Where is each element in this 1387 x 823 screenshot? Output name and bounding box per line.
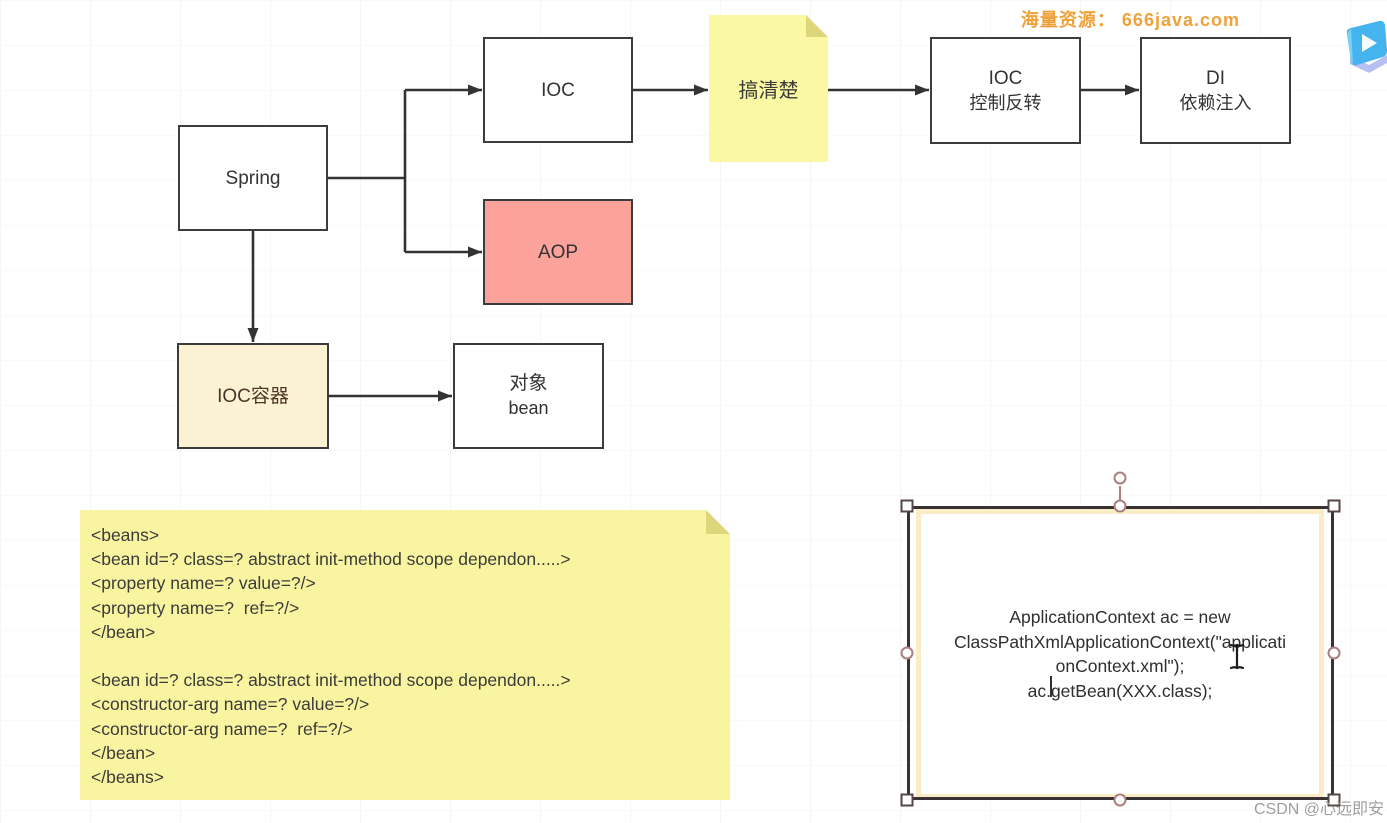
xml-line: <bean id=? class=? abstract init-method …	[91, 549, 571, 570]
resize-handle-bottom-left[interactable]	[900, 793, 914, 807]
sticky-note-clarify-label: 搞清楚	[738, 80, 799, 102]
node-ioc-full-line1: IOC	[988, 67, 1023, 89]
sticky-note-xml[interactable]: <beans> <bean id=? class=? abstract init…	[80, 510, 730, 800]
resize-handle-right-middle[interactable]	[1327, 646, 1341, 660]
xml-line: <constructor-arg name=? value=?/>	[91, 694, 370, 715]
resize-handle-left-middle[interactable]	[900, 646, 914, 660]
text-caret	[1050, 676, 1052, 697]
xml-line: </bean>	[91, 621, 156, 642]
node-ioc[interactable]: IOC	[483, 37, 633, 143]
node-ioc-label: IOC	[541, 79, 575, 101]
node-ioc-full-line2: 控制反转	[969, 92, 1042, 113]
node-di-line2: 依赖注入	[1179, 92, 1252, 113]
xml-line: <constructor-arg name=? ref=?/>	[91, 718, 353, 739]
node-di-line1: DI	[1206, 67, 1225, 89]
code-text-box[interactable]: ApplicationContext ac = new ClassPathXml…	[916, 509, 1324, 799]
code-line: ClassPathXmlApplicationContext("applicat…	[953, 631, 1287, 652]
xml-line	[91, 644, 730, 668]
ibeam-cursor-icon	[1229, 643, 1245, 670]
xml-line: </bean>	[91, 742, 156, 763]
node-ioc-container[interactable]: IOC容器	[177, 343, 329, 449]
resize-handle-bottom-right[interactable]	[1327, 793, 1341, 807]
code-line: onContext.xml");	[1055, 656, 1185, 676]
resize-handle-top-right[interactable]	[1327, 499, 1341, 513]
node-bean-line2: bean	[508, 398, 549, 418]
node-di[interactable]: DI 依赖注入	[1140, 37, 1291, 144]
xml-line: <property name=? ref=?/>	[91, 597, 300, 618]
play-cube-logo-icon	[1346, 20, 1387, 73]
resize-handle-top-middle[interactable]	[1113, 499, 1127, 513]
xml-line: <bean id=? class=? abstract init-method …	[91, 670, 571, 691]
watermark-csdn: CSDN @心远即安	[1253, 801, 1384, 818]
node-ioc-container-label: IOC容器	[217, 385, 289, 407]
node-spring[interactable]: Spring	[178, 125, 328, 231]
xml-line: <property name=? value=?/>	[91, 573, 316, 594]
node-aop[interactable]: AOP	[483, 199, 633, 305]
watermark-666java: 海量资源： 666java.com	[1020, 10, 1240, 30]
node-ioc-full[interactable]: IOC 控制反转	[930, 37, 1081, 144]
xml-line: <beans>	[91, 525, 160, 545]
node-spring-label: Spring	[225, 167, 281, 189]
node-bean-line1: 对象	[509, 373, 548, 394]
rotation-stem	[1119, 486, 1121, 504]
node-bean[interactable]: 对象 bean	[453, 343, 604, 449]
code-line: ac.getBean(XXX.class);	[1027, 680, 1213, 701]
resize-handle-top-left[interactable]	[900, 499, 914, 513]
sticky-note-clarify[interactable]: 搞清楚	[709, 15, 828, 162]
xml-line: </beans>	[91, 767, 164, 788]
resize-handle-bottom-middle[interactable]	[1113, 793, 1127, 807]
code-line: ApplicationContext ac = new	[1009, 607, 1231, 627]
rotation-handle[interactable]	[1113, 471, 1127, 485]
node-aop-label: AOP	[537, 241, 579, 263]
